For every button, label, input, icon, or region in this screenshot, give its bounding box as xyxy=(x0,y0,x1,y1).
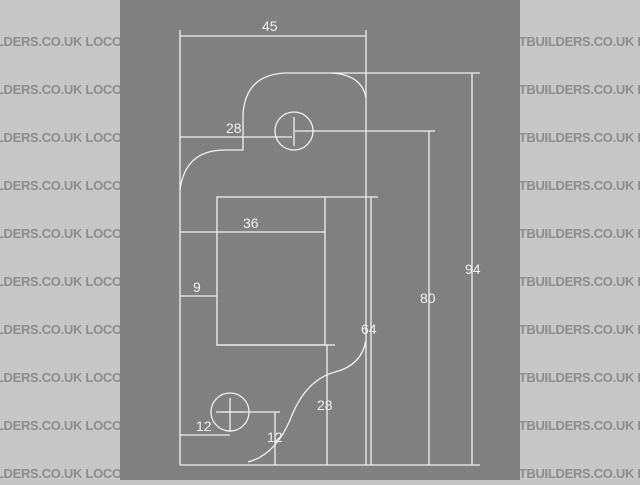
watermark-row: LOCOSTBUILDERS.CO.UK LOCOSTBUILDERS.CO.U… xyxy=(0,240,120,289)
dim-small-hole-x: 12 xyxy=(196,418,212,434)
watermark-right-panel: LOCOSTBUILDERS.CO.UK LOCOSTBUILDERS.CO.U… xyxy=(520,0,640,480)
technical-drawing: 45 28 36 9 64 80 94 28 12 12 xyxy=(179,18,481,466)
watermark-row: LOCOSTBUILDERS.CO.UK LOCOSTBUILDERS.CO.U… xyxy=(520,432,640,480)
window-cutout xyxy=(216,196,326,346)
dim-hole-offset: 28 xyxy=(226,120,242,136)
watermark-row: LOCOSTBUILDERS.CO.UK LOCOSTBUILDERS.CO.U… xyxy=(0,384,120,433)
watermark-text: LOCOSTBUILDERS.CO.UK LOCOSTBUILDERS.CO.U… xyxy=(0,418,120,433)
watermark-row: LOCOSTBUILDERS.CO.UK LOCOSTBUILDERS.CO.U… xyxy=(520,336,640,385)
watermark-row: LOCOSTBUILDERS.CO.UK LOCOSTBUILDERS.CO.U… xyxy=(520,288,640,337)
watermark-row: LOCOSTBUILDERS.CO.UK LOCOSTBUILDERS.CO.U… xyxy=(0,96,120,145)
watermark-row: LOCOSTBUILDERS.CO.UK LOCOSTBUILDERS.CO.U… xyxy=(520,0,640,49)
watermark-text: LOCOSTBUILDERS.CO.UK LOCOSTBUILDERS.CO.U… xyxy=(520,466,640,480)
dim-window-bottom: 28 xyxy=(317,397,333,413)
watermark-row: LOCOSTBUILDERS.CO.UK LOCOSTBUILDERS.CO.U… xyxy=(0,336,120,385)
dim-height-overall: 94 xyxy=(465,261,481,277)
watermark-text: LOCOSTBUILDERS.CO.UK LOCOSTBUILDERS.CO.U… xyxy=(520,226,640,241)
watermark-text: LOCOSTBUILDERS.CO.UK LOCOSTBUILDERS.CO.U… xyxy=(520,82,640,97)
watermark-text: LOCOSTBUILDERS.CO.UK LOCOSTBUILDERS.CO.U… xyxy=(0,466,120,480)
watermark-row: LOCOSTBUILDERS.CO.UK LOCOSTBUILDERS.CO.U… xyxy=(520,48,640,97)
dim-hole-height: 80 xyxy=(420,290,436,306)
watermark-row: LOCOSTBUILDERS.CO.UK LOCOSTBUILDERS.CO.U… xyxy=(0,192,120,241)
watermark-text: LOCOSTBUILDERS.CO.UK LOCOSTBUILDERS.CO.U… xyxy=(520,418,640,433)
watermark-text: LOCOSTBUILDERS.CO.UK LOCOSTBUILDERS.CO.U… xyxy=(520,274,640,289)
watermark-text: LOCOSTBUILDERS.CO.UK LOCOSTBUILDERS.CO.U… xyxy=(0,274,120,289)
watermark-text: LOCOSTBUILDERS.CO.UK LOCOSTBUILDERS.CO.U… xyxy=(520,370,640,385)
watermark-row: LOCOSTBUILDERS.CO.UK LOCOSTBUILDERS.CO.U… xyxy=(520,240,640,289)
watermark-text: LOCOSTBUILDERS.CO.UK LOCOSTBUILDERS.CO.U… xyxy=(520,34,640,49)
drawing-canvas: 45 28 36 9 64 80 94 28 12 12 xyxy=(120,0,520,480)
watermark-text: LOCOSTBUILDERS.CO.UK LOCOSTBUILDERS.CO.U… xyxy=(520,130,640,145)
watermark-text: LOCOSTBUILDERS.CO.UK LOCOSTBUILDERS.CO.U… xyxy=(0,82,120,97)
watermark-text: LOCOSTBUILDERS.CO.UK LOCOSTBUILDERS.CO.U… xyxy=(0,130,120,145)
watermark-row: LOCOSTBUILDERS.CO.UK LOCOSTBUILDERS.CO.U… xyxy=(0,48,120,97)
watermark-row: LOCOSTBUILDERS.CO.UK LOCOSTBUILDERS.CO.U… xyxy=(0,0,120,49)
dim-window-right: 36 xyxy=(243,215,259,231)
dim-small-hole-y: 12 xyxy=(267,429,283,445)
watermark-row: LOCOSTBUILDERS.CO.UK LOCOSTBUILDERS.CO.U… xyxy=(0,432,120,480)
part-outline xyxy=(179,72,367,191)
watermark-row: LOCOSTBUILDERS.CO.UK LOCOSTBUILDERS.CO.U… xyxy=(0,288,120,337)
watermark-text: LOCOSTBUILDERS.CO.UK LOCOSTBUILDERS.CO.U… xyxy=(0,322,120,337)
watermark-row: LOCOSTBUILDERS.CO.UK LOCOSTBUILDERS.CO.U… xyxy=(520,96,640,145)
watermark-text: LOCOSTBUILDERS.CO.UK LOCOSTBUILDERS.CO.U… xyxy=(0,178,120,193)
part-outline-lower xyxy=(247,339,367,463)
watermark-text: LOCOSTBUILDERS.CO.UK LOCOSTBUILDERS.CO.U… xyxy=(0,370,120,385)
watermark-row: LOCOSTBUILDERS.CO.UK LOCOSTBUILDERS.CO.U… xyxy=(520,384,640,433)
dim-width-overall: 45 xyxy=(262,18,278,34)
watermark-text: LOCOSTBUILDERS.CO.UK LOCOSTBUILDERS.CO.U… xyxy=(520,178,640,193)
watermark-text: LOCOSTBUILDERS.CO.UK LOCOSTBUILDERS.CO.U… xyxy=(0,34,120,49)
watermark-row: LOCOSTBUILDERS.CO.UK LOCOSTBUILDERS.CO.U… xyxy=(520,192,640,241)
upper-hole xyxy=(274,111,314,151)
watermark-row: LOCOSTBUILDERS.CO.UK LOCOSTBUILDERS.CO.U… xyxy=(520,144,640,193)
watermark-row: LOCOSTBUILDERS.CO.UK LOCOSTBUILDERS.CO.U… xyxy=(0,144,120,193)
watermark-text: LOCOSTBUILDERS.CO.UK LOCOSTBUILDERS.CO.U… xyxy=(0,226,120,241)
dim-window-top: 64 xyxy=(361,321,377,337)
dim-window-left: 9 xyxy=(193,279,201,295)
watermark-left-panel: LOCOSTBUILDERS.CO.UK LOCOSTBUILDERS.CO.U… xyxy=(0,0,120,480)
watermark-text: LOCOSTBUILDERS.CO.UK LOCOSTBUILDERS.CO.U… xyxy=(520,322,640,337)
